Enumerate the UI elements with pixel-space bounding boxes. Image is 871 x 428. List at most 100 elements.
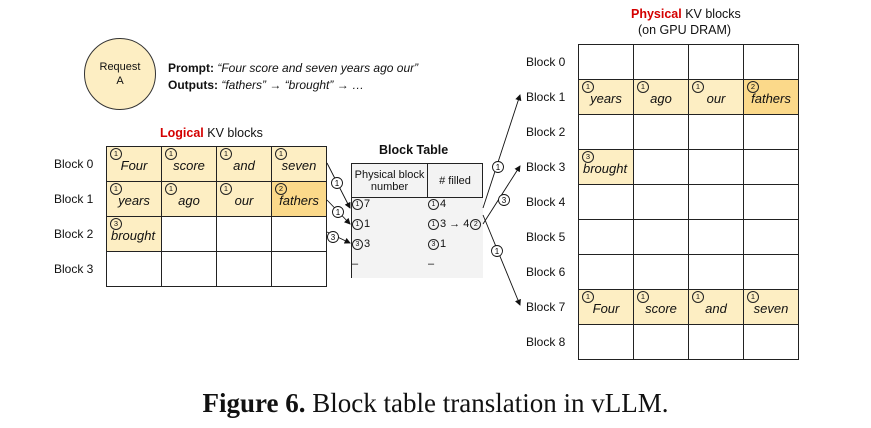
physical-cell (689, 115, 744, 150)
logical-row-label: Block 2 (54, 227, 94, 241)
step-number-icon: 1 (165, 148, 177, 160)
step-number-icon: 1 (352, 218, 363, 230)
logical-cell (217, 252, 272, 287)
arrow-step-label: 3 (331, 233, 336, 242)
logical-title-red: Logical (160, 126, 204, 140)
physical-cell (689, 325, 744, 360)
step-number-icon: 1 (428, 218, 439, 230)
physical-cell (689, 255, 744, 290)
block-table-filled-value: 3 → 4 (440, 218, 470, 230)
physical-cell (579, 220, 634, 255)
step-number-icon: 1 (220, 148, 232, 160)
step-number-icon: 3 (110, 218, 122, 230)
block-table-filled-value: – (428, 258, 435, 270)
arrow-step-icon (498, 194, 510, 206)
physical-cell (689, 185, 744, 220)
physical-cell (579, 255, 634, 290)
step-number-icon: 3 (582, 151, 594, 163)
request-line2: A (116, 75, 124, 87)
arrow-step-label: 1 (496, 163, 501, 172)
block-table-filled-value: 4 (440, 198, 447, 210)
physical-cell (744, 150, 799, 185)
step-number-icon: 1 (582, 81, 594, 93)
physical-cell (744, 115, 799, 150)
physical-row-label: Block 4 (526, 195, 566, 209)
arrow-step-label: 3 (502, 196, 507, 205)
logical-title: Logical KV blocks (160, 126, 263, 140)
physical-token: Four (592, 301, 620, 316)
physical-subtitle: (on GPU DRAM) (638, 23, 732, 37)
step-number-icon: 1 (220, 183, 232, 195)
prompt-value: “Four score and seven years ago our” (217, 61, 419, 75)
arrow-step-label: 1 (495, 247, 500, 256)
logical-cell (272, 252, 327, 287)
logical-token: years (118, 193, 150, 208)
physical-token: score (645, 301, 677, 316)
step-number-icon: 1 (637, 81, 649, 93)
step-number-icon: 1 (352, 198, 363, 210)
step-number-icon: 2 (470, 218, 482, 230)
physical-cell (634, 325, 689, 360)
physical-title-rest: KV blocks (681, 7, 741, 21)
physical-row-label: Block 5 (526, 230, 566, 244)
physical-token: seven (753, 301, 789, 316)
logical-row-label: Block 0 (54, 157, 94, 171)
block-table-title: Block Table (379, 143, 449, 157)
physical-cell (689, 150, 744, 185)
physical-cell (579, 185, 634, 220)
step-number-icon: 2 (275, 183, 287, 195)
block-table-filled-cell: – (428, 258, 483, 278)
logical-cell (272, 217, 327, 252)
request-node: Request A (84, 38, 156, 110)
step-number-icon: 2 (747, 81, 759, 93)
physical-title: Physical KV blocks (631, 7, 741, 21)
arrow-table-to-physical7 (482, 214, 521, 306)
step-number-icon: 1 (692, 291, 704, 303)
physical-cell (634, 45, 689, 80)
physical-row-label: Block 3 (526, 160, 566, 174)
arrow-step-icon (331, 177, 343, 189)
physical-row-label: Block 1 (526, 90, 566, 104)
step-number-icon: 1 (428, 198, 439, 210)
request-line1: Request (99, 61, 141, 73)
logical-token: our (234, 193, 254, 208)
physical-cell (579, 115, 634, 150)
physical-token: ago (650, 91, 672, 106)
physical-row-label: Block 7 (526, 300, 566, 314)
step-number-icon: 1 (582, 291, 594, 303)
block-table-header-physical: Physical block number (352, 164, 428, 198)
logical-cell (162, 252, 217, 287)
step-number-icon: 1 (637, 291, 649, 303)
physical-cell (689, 45, 744, 80)
physical-token: brought (583, 161, 628, 176)
physical-cell (579, 45, 634, 80)
physical-cell (634, 150, 689, 185)
arrow-step-icon (492, 161, 504, 173)
logical-token: fathers (279, 193, 319, 208)
block-table-physical-value: 1 (364, 218, 371, 230)
arrow-step-icon (491, 245, 503, 257)
logical-cell (162, 217, 217, 252)
physical-cell (634, 220, 689, 255)
physical-row-label: Block 0 (526, 55, 566, 69)
block-table-filled-value: 1 (440, 238, 447, 250)
logical-token: Four (120, 158, 148, 173)
physical-cell (744, 45, 799, 80)
